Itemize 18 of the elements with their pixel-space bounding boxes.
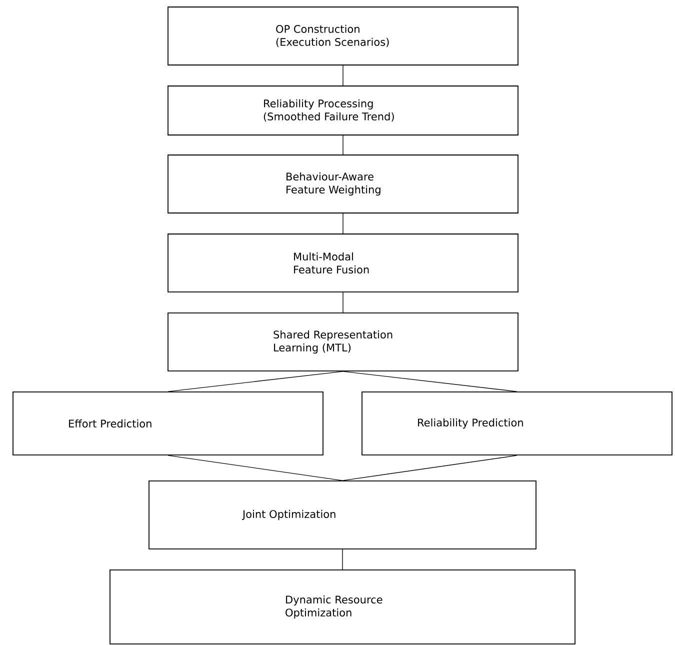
connector-line: [342, 135, 344, 155]
connector-line: [342, 549, 343, 570]
connector-line: [342, 371, 518, 392]
process-box: OP Construction (Execution Scenarios): [168, 6, 518, 66]
connector-line: [168, 371, 344, 392]
connector-line: [342, 455, 518, 481]
process-box: Reliability Processing (Smoothed Failure Trend): [168, 86, 518, 136]
process-box: Behaviour-Aware Feature Weighting: [168, 154, 518, 214]
process-box: Effort Prediction: [12, 392, 324, 456]
connector-line: [342, 292, 344, 313]
connector-line: [342, 65, 344, 86]
connector-line: [342, 213, 344, 234]
process-box: Dynamic Resource Optimization: [110, 570, 576, 644]
process-box: Joint Optimization: [148, 480, 536, 550]
connector-line: [168, 455, 343, 481]
process-box: Reliability Prediction: [362, 392, 672, 456]
process-box: Shared Representation Learning (MTL): [168, 312, 518, 372]
process-box: Multi-Modal Feature Fusion: [168, 234, 518, 292]
